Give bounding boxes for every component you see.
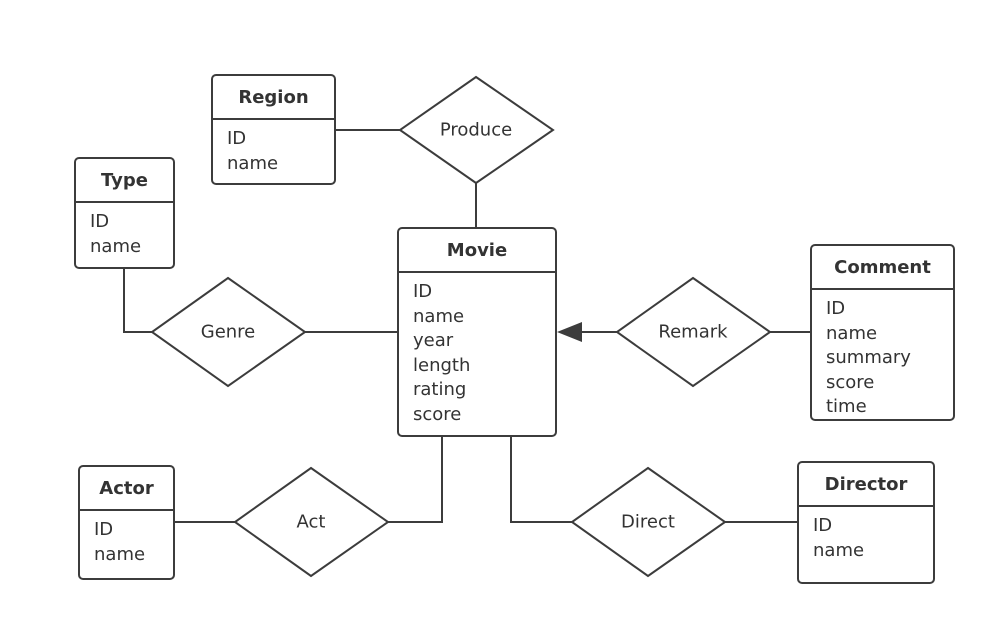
entity-movie: Movie ID name year length rating score xyxy=(397,227,557,437)
entity-title-actor: Actor xyxy=(80,467,173,511)
relationship-diamond-genre xyxy=(150,276,307,388)
attribute-director-name: name xyxy=(813,539,865,561)
attribute-type-id: ID xyxy=(90,211,110,232)
relationship-diamond-act xyxy=(233,466,390,578)
attribute-region-name: name xyxy=(227,152,279,174)
attribute-movie-id: ID xyxy=(413,281,433,302)
attribute-comment-time: time xyxy=(826,396,867,417)
entity-title-movie: Movie xyxy=(399,229,555,273)
relationship-label-act: Act xyxy=(296,511,326,533)
connector-type-genre xyxy=(123,268,152,333)
attribute-list-movie: ID name year length rating score xyxy=(399,273,555,427)
attribute-list-actor: ID name xyxy=(80,511,173,567)
attribute-list-region: ID name xyxy=(213,120,334,176)
entity-title-director: Director xyxy=(799,463,933,507)
attribute-comment-summary: summary xyxy=(826,347,911,368)
attribute-region-id: ID xyxy=(227,128,247,149)
attribute-actor-name: name xyxy=(94,543,146,565)
attribute-movie-year: year xyxy=(413,330,454,351)
attribute-comment-id: ID xyxy=(826,298,846,319)
attribute-movie-score: score xyxy=(413,403,462,425)
relationship-label-genre: Genre xyxy=(200,321,256,343)
relationship-label-remark: Remark xyxy=(658,321,728,343)
entity-title-region: Region xyxy=(213,76,334,120)
relationship-label-produce: Produce xyxy=(439,119,513,141)
attribute-list-director: ID name xyxy=(799,507,933,563)
attribute-comment-name: name xyxy=(826,322,878,344)
relationship-diamond-remark xyxy=(615,276,772,388)
attribute-type-name: name xyxy=(90,235,142,257)
relationship-diamond-produce xyxy=(398,75,555,185)
relationship-diamond-direct xyxy=(570,466,727,578)
arrowhead-icon xyxy=(557,322,582,342)
attribute-actor-id: ID xyxy=(94,519,114,540)
entity-title-comment: Comment xyxy=(812,246,953,290)
connector-act-movie xyxy=(388,435,443,523)
attribute-movie-rating: rating xyxy=(413,379,467,400)
attribute-movie-name: name xyxy=(413,305,465,327)
entity-title-type: Type xyxy=(76,159,173,203)
attribute-list-comment: ID name summary score time xyxy=(812,290,953,420)
entity-region: Region ID name xyxy=(211,74,336,185)
relationship-label-direct: Direct xyxy=(621,511,675,533)
attribute-movie-length: length xyxy=(413,354,471,376)
entity-actor: Actor ID name xyxy=(78,465,175,580)
attribute-director-id: ID xyxy=(813,515,833,536)
attribute-list-type: ID name xyxy=(76,203,173,259)
entity-type: Type ID name xyxy=(74,157,175,269)
connector-movie-direct xyxy=(510,435,572,523)
entity-comment: Comment ID name summary score time xyxy=(810,244,955,421)
attribute-comment-score: score xyxy=(826,371,875,393)
entity-director: Director ID name xyxy=(797,461,935,584)
